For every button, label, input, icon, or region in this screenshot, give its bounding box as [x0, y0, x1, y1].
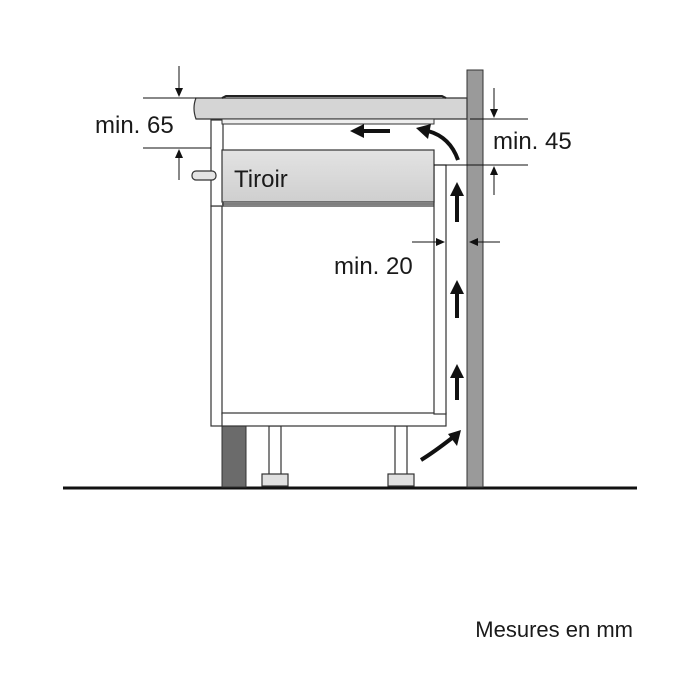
drawer-label: Tiroir	[234, 166, 288, 193]
dimension-front-gap	[143, 66, 211, 180]
dimension-wall-gap	[412, 238, 500, 246]
front-plinth	[221, 425, 247, 488]
dimension-label-front-gap: min. 65	[95, 112, 174, 139]
airflow-arrow-up-2	[450, 280, 464, 318]
airflow-arrow-curve-bottom	[419, 430, 461, 462]
cabinet-body	[210, 164, 447, 427]
dimension-rear-gap	[434, 88, 528, 195]
airflow-arrow-up-3	[450, 364, 464, 400]
cabinet-legs	[261, 425, 415, 487]
airflow-arrow-left	[350, 124, 390, 138]
drawer-handle	[191, 170, 217, 181]
airflow-arrows	[350, 124, 464, 462]
drawer	[221, 149, 435, 203]
cooktop	[193, 95, 468, 125]
upper-side-panel	[210, 119, 224, 207]
airflow-arrow-curve-top	[416, 124, 460, 161]
airflow-arrow-up-1	[450, 182, 464, 222]
rear-wall	[466, 69, 484, 488]
units-caption: Mesures en mm	[475, 617, 633, 642]
dimension-label-wall-gap: min. 20	[334, 253, 413, 280]
dimension-label-rear-gap: min. 45	[493, 128, 572, 155]
